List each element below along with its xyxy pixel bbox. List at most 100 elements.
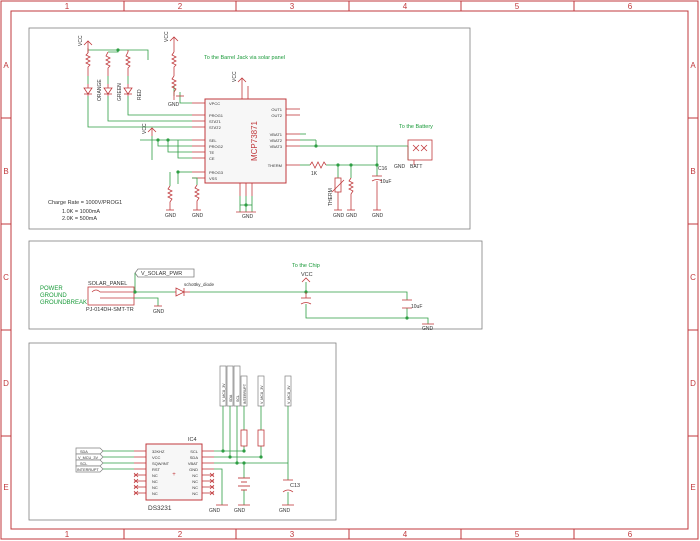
- resistor-pullup: [125, 51, 131, 76]
- pin-label: VBAT: [188, 461, 199, 466]
- col-label: 3: [290, 530, 295, 539]
- flag-label: V_MCU_3V: [287, 385, 291, 404]
- pin-label: GND: [189, 467, 198, 472]
- pin-label: NC: [192, 491, 198, 496]
- ds3231-center: +: [172, 472, 176, 478]
- gnd-label: GND: [242, 214, 254, 220]
- col-label: 6: [628, 2, 633, 11]
- led-label-green: GREEN: [117, 83, 123, 101]
- gnd-label: GND: [346, 213, 358, 219]
- led-label-red: RED: [137, 89, 143, 100]
- rtc-gnd-labels: GND GND GND: [209, 508, 291, 514]
- pin-label: STAT1: [209, 119, 222, 124]
- flag-label: V_MCU_3V: [78, 456, 99, 460]
- cap-c16-ref: C16: [378, 166, 387, 172]
- solar-jack-part: PJ-014DH-SMT-TR: [86, 307, 134, 313]
- power-vcc: [301, 277, 311, 283]
- gnd-label: GND: [209, 508, 221, 514]
- row-label: A: [3, 61, 9, 70]
- pin-label: 32KHZ: [152, 449, 165, 454]
- pin-label: THERM: [268, 163, 282, 168]
- charger-section: To the Barrel Jack via solar panel To th…: [48, 31, 433, 222]
- power-legend: POWER GROUND GROUNDBREAK: [40, 286, 87, 306]
- section-boxes: [28, 27, 483, 521]
- pin-label: NC: [152, 479, 158, 484]
- charger-gnd-labels: GND GND GND GND GND GND GND: [165, 102, 384, 220]
- col-label: 1: [65, 530, 70, 539]
- row-label: E: [3, 483, 8, 492]
- pin-label: VBAT3: [270, 144, 283, 149]
- note-to-chip: To the Chip: [292, 263, 320, 269]
- battery-gnd: GND: [394, 164, 406, 170]
- row-label: D: [3, 379, 9, 388]
- power-section: To the Chip POWER GROUND GROUNDBREAK SOL…: [40, 263, 434, 332]
- legend-power: POWER: [40, 286, 63, 292]
- power-gnd-label: GND: [422, 326, 434, 332]
- row-label: E: [690, 483, 695, 492]
- resistor-pullup: [85, 52, 91, 76]
- rtc-junctions: [221, 449, 263, 465]
- flag-label: INTERRUPT: [243, 383, 247, 404]
- flag-label: SCL: [236, 395, 240, 402]
- ds3231-left-pins: 32KHZ VCC SQW/INT RST NC NC NC NC: [152, 449, 170, 496]
- pin-label: SEL: [209, 138, 217, 143]
- flag-label: SDA: [229, 394, 233, 402]
- row-label: B: [690, 167, 695, 176]
- pin-label: TE: [209, 150, 214, 155]
- mcp73871-body: [204, 98, 287, 184]
- pin-label: OUT2: [271, 113, 282, 118]
- pin-label: VCC: [152, 455, 161, 460]
- rtc-battery: [238, 477, 250, 491]
- mcp73871-pin-stubs: [192, 86, 300, 196]
- cap-c16: [371, 175, 383, 210]
- ds3231-name: DS3231: [148, 505, 172, 512]
- pin-label: NC: [192, 479, 198, 484]
- ds3231-body: [145, 443, 203, 501]
- led-orange: [83, 87, 93, 95]
- pin-label: NC: [152, 485, 158, 490]
- pin-label: PROG3: [209, 170, 224, 175]
- col-label: 6: [628, 530, 633, 539]
- gnd-label: GND: [234, 508, 246, 514]
- note-battery: To the Battery: [399, 124, 433, 130]
- col-label: 5: [515, 2, 520, 11]
- gnd-label: GND: [165, 213, 177, 219]
- mcp73871-name: MCP73871: [250, 120, 259, 161]
- pin-label: RST: [152, 467, 161, 472]
- pin-label: VPCC: [209, 101, 220, 106]
- v-solar-flag: [134, 268, 195, 278]
- pin-label: OUT1: [271, 107, 282, 112]
- vcc-label: VCC: [78, 35, 84, 46]
- charger-grounds: [166, 95, 381, 213]
- power-grounds: [154, 305, 434, 325]
- thermistor: [331, 177, 345, 210]
- solar-jack-name: SOLAR_PANEL: [88, 281, 127, 287]
- flag-label: SCL: [80, 462, 87, 466]
- col-label: 4: [403, 530, 408, 539]
- cap-c16-value: 10uF: [380, 179, 391, 185]
- resistor-r40: [171, 51, 177, 76]
- pin-label: CE: [209, 156, 215, 161]
- charger-resistors: [85, 48, 354, 210]
- gnd-label: GND: [372, 213, 384, 219]
- pin-label: VBAT2: [270, 138, 283, 143]
- power-junctions: [133, 290, 409, 320]
- pin-label: VBAT1: [270, 132, 283, 137]
- resistor-prog: [167, 185, 173, 210]
- resistor-prog: [194, 184, 200, 210]
- legend-ground: GROUND: [40, 293, 67, 299]
- col-label: 4: [403, 2, 408, 11]
- cap-10uf: [402, 299, 412, 309]
- row-label: C: [3, 273, 9, 282]
- vcc-label: VCC: [232, 71, 238, 82]
- pin-label: NC: [152, 491, 158, 496]
- cap-10uf-value: 10uF: [411, 304, 422, 310]
- legend-groundbreak: GROUNDBREAK: [40, 300, 87, 306]
- rtc-pullups: [240, 429, 265, 447]
- charger-section-box: [28, 27, 471, 230]
- charge-note: Charge Rate = 1000V/PROG1: [48, 200, 122, 206]
- battery-connector: [407, 139, 433, 165]
- resistor-pullup: [105, 51, 111, 76]
- led-labels: ORANGE GREEN RED: [97, 79, 143, 101]
